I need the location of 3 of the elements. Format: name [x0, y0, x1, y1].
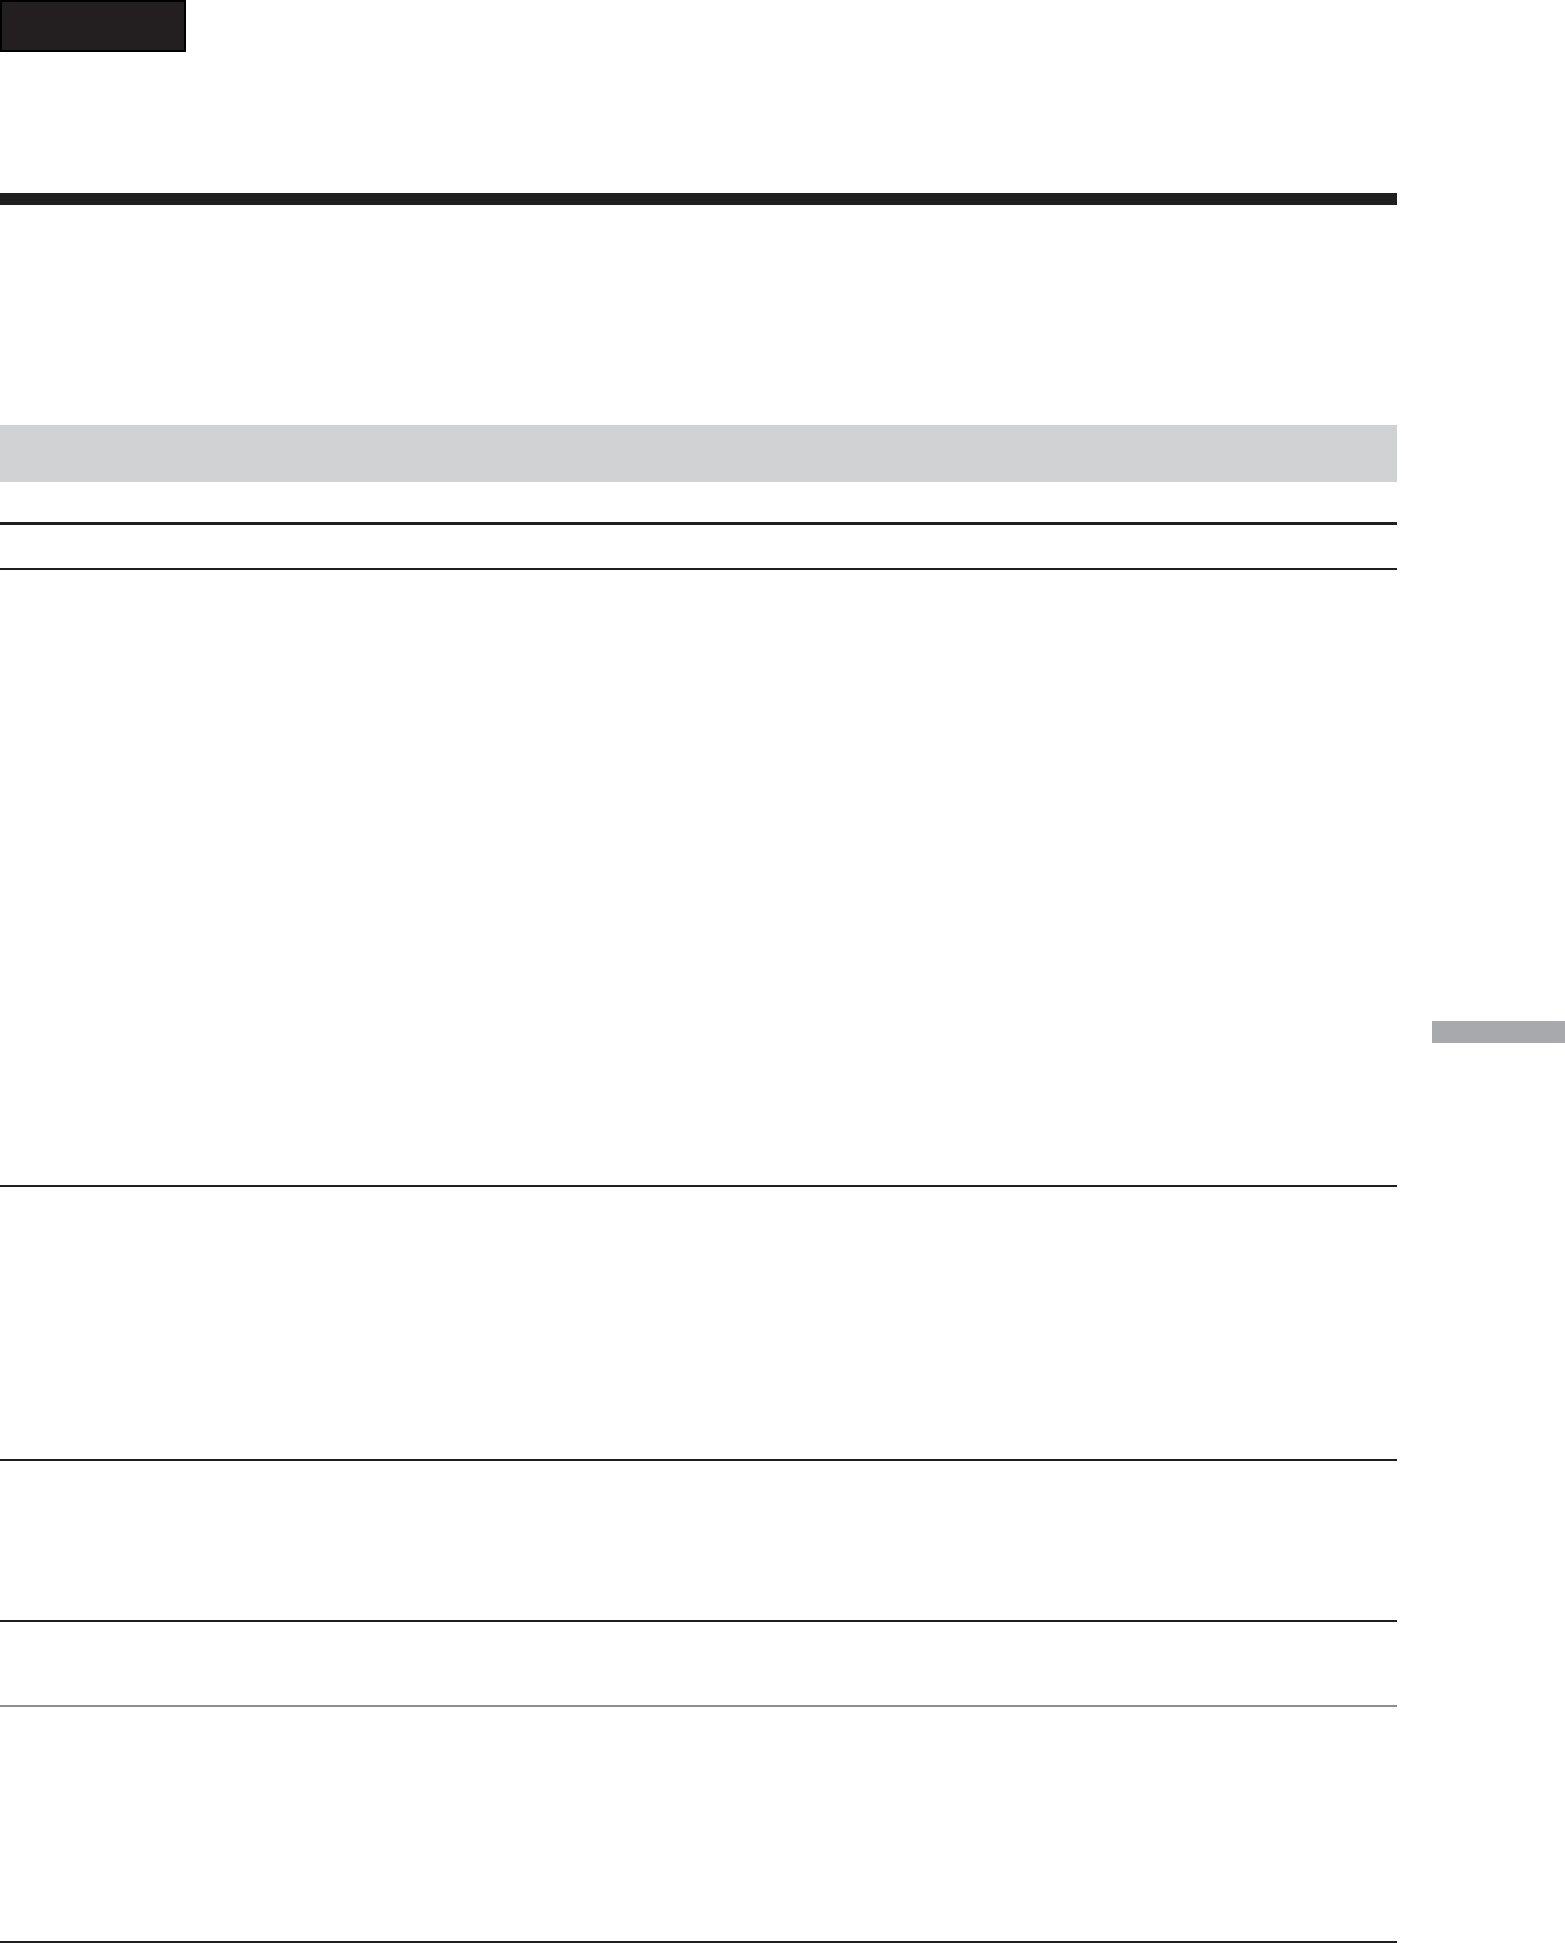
page-tab	[0, 0, 186, 52]
side-tab	[1432, 1021, 1565, 1043]
header-band	[0, 425, 1397, 482]
